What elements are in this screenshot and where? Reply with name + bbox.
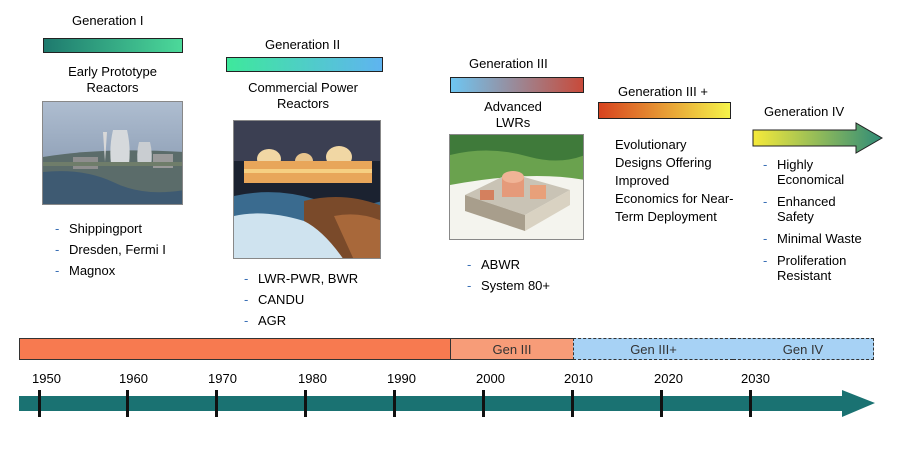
gen3-example: System 80+	[467, 275, 550, 296]
gen2-example: CANDU	[244, 289, 358, 310]
year-tick	[304, 390, 307, 417]
gen3-color-bar	[450, 77, 584, 93]
year-tick	[571, 390, 574, 417]
gen3-reactor-photo	[449, 134, 584, 240]
gen4-feature: Highly Economical	[763, 157, 873, 187]
year-label: 1990	[387, 371, 416, 386]
year-label: 1980	[298, 371, 327, 386]
gen3plus-title: Generation III +	[618, 84, 708, 99]
year-tick	[482, 390, 485, 417]
era-gen1-gen2-segment	[19, 338, 451, 360]
gen3-example-list: ABWR System 80+	[467, 254, 550, 296]
year-label: 1950	[32, 371, 61, 386]
gen2-title: Generation II	[265, 37, 341, 52]
era-gen4-segment: Gen IV	[733, 338, 874, 360]
year-tick	[660, 390, 663, 417]
era-gen3plus-segment: Gen III+	[573, 338, 733, 360]
year-label: 1970	[208, 371, 237, 386]
gen2-example-list: LWR-PWR, BWR CANDU AGR	[244, 268, 358, 331]
gen2-example: LWR-PWR, BWR	[244, 268, 358, 289]
gen1-reactor-photo	[42, 101, 183, 205]
gen1-title: Generation I	[72, 13, 144, 28]
year-label: 2010	[564, 371, 593, 386]
gen3-example: ABWR	[467, 254, 550, 275]
year-tick	[38, 390, 41, 417]
gen1-example: Shippingport	[55, 218, 166, 239]
year-label: 2000	[476, 371, 505, 386]
gen2-subtitle: Commercial Power Reactors	[248, 80, 358, 111]
year-tick	[126, 390, 129, 417]
year-label: 1960	[119, 371, 148, 386]
gen3-subtitle: Advanced LWRs	[484, 99, 542, 130]
gen3plus-description: Evolutionary Designs Offering Improved E…	[615, 137, 734, 224]
gen1-example: Magnox	[55, 260, 166, 281]
gen4-feature: Enhanced Safety	[763, 194, 873, 224]
gen2-reactor-photo	[233, 120, 381, 259]
gen3-title: Generation III	[469, 56, 548, 71]
gen1-example-list: Shippingport Dresden, Fermi I Magnox	[55, 218, 166, 281]
gen2-color-bar	[226, 57, 383, 72]
gen1-subtitle: Early Prototype Reactors	[68, 64, 157, 95]
era-gen3-segment: Gen III	[450, 338, 574, 360]
gen4-feature: Proliferation Resistant	[763, 253, 873, 283]
year-label: 2020	[654, 371, 683, 386]
gen4-feature-list: Highly Economical Enhanced Safety Minima…	[763, 157, 873, 290]
gen4-feature: Minimal Waste	[763, 231, 873, 246]
gen4-arrow	[752, 122, 884, 159]
gen1-color-bar	[43, 38, 183, 53]
gen1-example: Dresden, Fermi I	[55, 239, 166, 260]
gen2-example: AGR	[244, 310, 358, 331]
year-tick	[393, 390, 396, 417]
year-label: 2030	[741, 371, 770, 386]
gen3plus-color-bar	[598, 102, 731, 119]
year-tick	[215, 390, 218, 417]
year-tick	[749, 390, 752, 417]
gen4-title: Generation IV	[764, 104, 845, 119]
